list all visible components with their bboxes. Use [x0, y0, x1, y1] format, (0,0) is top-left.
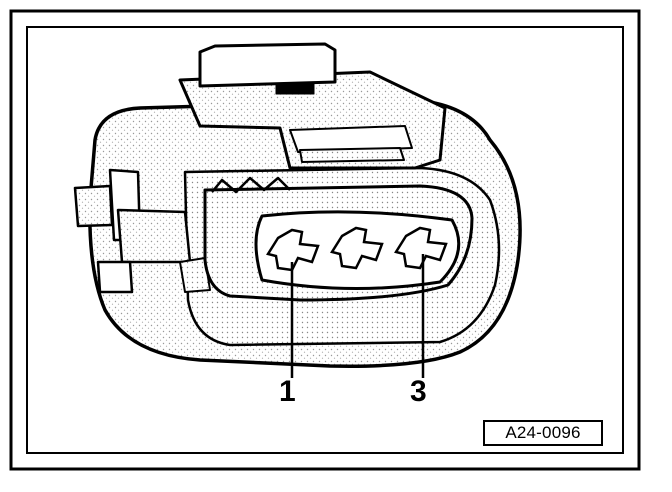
latch-slot — [289, 125, 413, 153]
latch-lip — [299, 147, 405, 163]
outer-frame — [9, 9, 641, 471]
pin-contact-1 — [266, 228, 320, 272]
connector-housing — [73, 42, 522, 368]
pin-contact-3 — [394, 226, 448, 270]
pin-contact-icon — [394, 226, 448, 270]
pin-contact-icon — [330, 226, 384, 270]
latch-window — [275, 83, 315, 95]
pin-3-label: 3 — [410, 375, 427, 408]
left-rib-lower — [116, 208, 192, 264]
inner-frame — [26, 26, 624, 454]
left-rib-foot — [96, 260, 134, 294]
pin-contact-icon — [266, 228, 320, 272]
left-flange — [179, 257, 211, 293]
left-rib-upper — [73, 184, 114, 228]
insert-ribs — [211, 176, 291, 194]
pin-1-label: 1 — [279, 375, 296, 408]
pin-contact-2 — [330, 226, 384, 270]
latch-top — [198, 42, 337, 88]
figure-id-label: A24-0096 — [483, 420, 603, 446]
